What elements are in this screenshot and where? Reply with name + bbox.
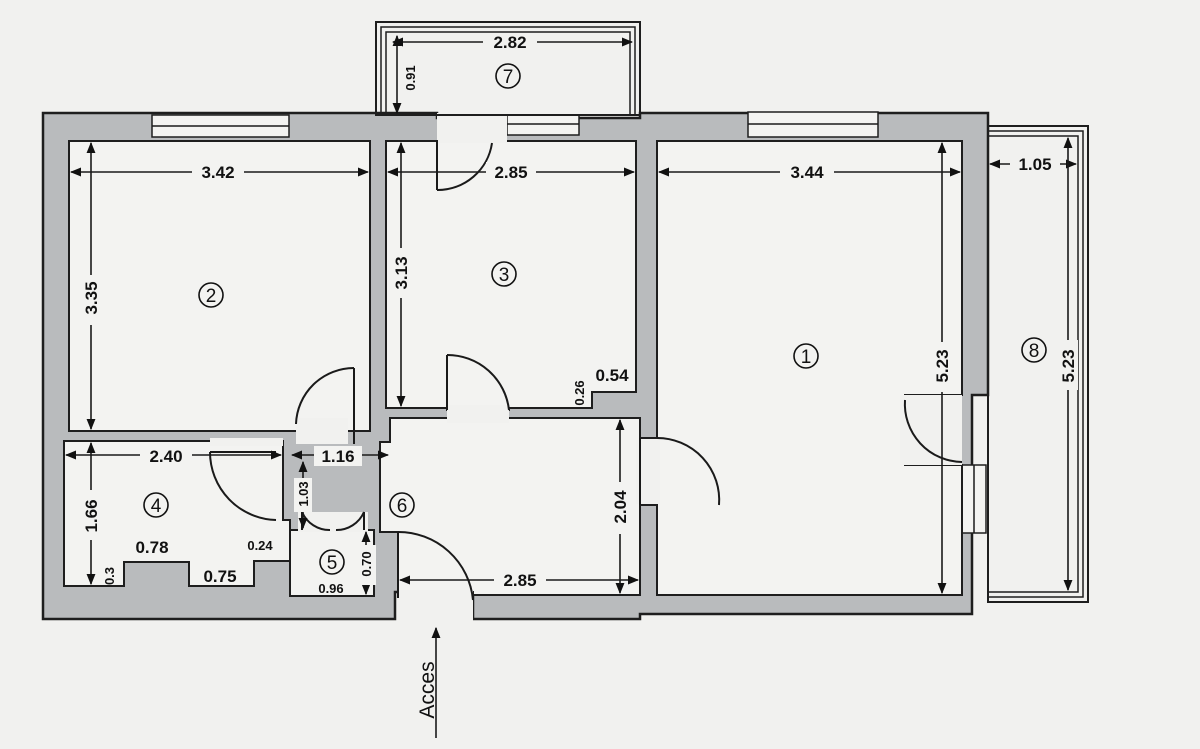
dim-room4-seg-c: 0.75: [203, 567, 236, 586]
room-6-number: 6: [397, 496, 408, 517]
room-4-number: 4: [151, 496, 162, 517]
room-6-floor: [379, 417, 641, 596]
room-5-marker: 5: [319, 549, 345, 575]
dim-balcony7-width: 2.82: [493, 33, 526, 52]
room-numbers: 7 2 3 1 8 4 6 5: [143, 63, 1047, 575]
room-3-number: 3: [499, 265, 510, 286]
dim-wc-door-h: 1.03: [296, 481, 311, 506]
room-8-number: 8: [1029, 341, 1040, 362]
room-8-marker: 8: [1021, 337, 1047, 363]
room-5-number: 5: [327, 553, 338, 574]
dim-room4-seg-a: 0.3: [102, 567, 117, 585]
dim-hall-depth: 2.04: [611, 490, 630, 524]
room-2-number: 2: [206, 286, 217, 307]
dim-room4-seg-d: 0.24: [247, 538, 273, 553]
room-1-floor: [639, 140, 963, 596]
windows: [151, 111, 987, 534]
dim-hall-gap: 1.16: [321, 447, 354, 466]
dim-room3-niche-w: 0.54: [595, 366, 629, 385]
dim-balcony8-width: 1.05: [1018, 155, 1051, 174]
room-3-marker: 3: [491, 261, 517, 287]
room-4-marker: 4: [143, 492, 169, 518]
access-label: Acces: [416, 661, 439, 718]
dim-balcony7-depth: 0.91: [403, 65, 418, 90]
balcony-7: [375, 21, 641, 116]
dim-hall-width: 2.85: [503, 571, 536, 590]
room-1-number: 1: [801, 347, 812, 368]
room-2-marker: 2: [198, 282, 224, 308]
room-floors: [63, 140, 963, 597]
dimension-labels: 2.82 0.91 3.42 3.35 2.85 3.13 0.26 0.54 …: [81, 33, 1078, 596]
dim-room2-depth: 3.35: [82, 281, 101, 314]
dim-room4-seg-b: 0.78: [135, 538, 168, 557]
room-4-floor: [63, 440, 291, 587]
dim-room4-width: 2.40: [149, 447, 182, 466]
room-7-number: 7: [503, 67, 514, 88]
room-1-marker: 1: [793, 343, 819, 369]
dim-room3-depth: 3.13: [392, 256, 411, 289]
dim-room4-depth: 1.66: [82, 499, 101, 532]
dim-wc-width: 0.96: [318, 581, 343, 596]
dim-room1-depth: 5.23: [933, 349, 952, 382]
dim-balcony8-length: 5.23: [1059, 349, 1078, 382]
dim-room3-niche-h: 0.26: [572, 380, 587, 405]
dim-room1-width: 3.44: [790, 163, 824, 182]
dim-room3-width: 2.85: [494, 163, 527, 182]
dim-room2-width: 3.42: [201, 163, 234, 182]
room-6-marker: 6: [389, 492, 415, 518]
room-7-marker: 7: [495, 63, 521, 89]
dim-wc-depth: 0.70: [359, 551, 374, 576]
